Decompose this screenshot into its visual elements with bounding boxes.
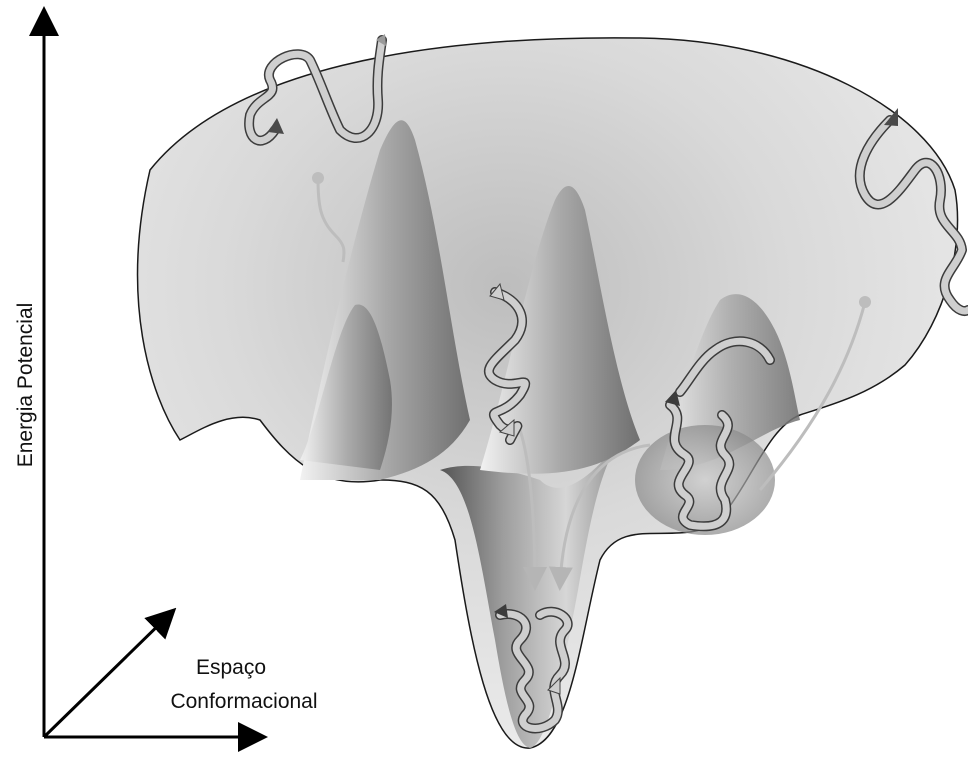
intermediate-basin (635, 425, 775, 535)
xz-axis-label-line2: Conformacional (170, 690, 317, 713)
xz-axis-label-line1: Espaço (196, 656, 266, 679)
y-axis-label: Energia Potencial (14, 303, 37, 468)
z-axis-line (44, 612, 172, 737)
